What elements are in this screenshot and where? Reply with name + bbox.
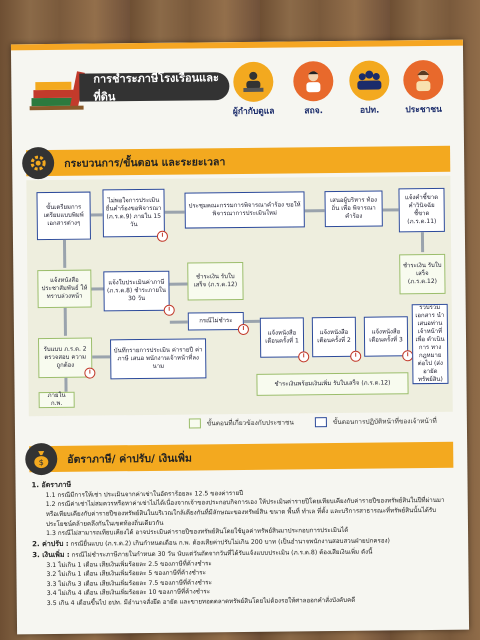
- rates-heading-3: 3. เงินเพิ่ม :: [32, 550, 70, 559]
- arrow: [63, 307, 67, 336]
- arrow: [420, 232, 425, 253]
- rates-section-header: $ อัตราภาษี/ ค่าปรับ/ เงินเพิ่ม: [25, 441, 454, 476]
- persona-local-admin: อปท.: [347, 60, 392, 116]
- supervisor-icon: [233, 61, 274, 103]
- step-reminder-2: แจ้งหนังสือ เตือนครั้งที่ 2: [311, 316, 357, 358]
- clock-icon: [163, 304, 175, 316]
- clock-icon: [156, 230, 168, 242]
- arrow: [169, 320, 188, 324]
- clock-icon: [350, 350, 362, 362]
- arrow: [92, 355, 111, 359]
- persona-citizen: ประชาชน: [401, 59, 446, 116]
- poster-header: การชำระภาษีโรงเรือนและที่ดิน ผู้กำกับดูแ…: [21, 58, 452, 142]
- citizen-icon: [403, 59, 444, 101]
- persona-supervisor: ผู้กำกับดูแล: [231, 61, 276, 118]
- step-record-assessment: บันทึกรายการประเมิน ค่ารายปี ค่าภาษี เสน…: [110, 338, 207, 380]
- arrow: [91, 287, 104, 291]
- poster-title: การชำระภาษีโรงเรือนและที่ดิน: [93, 71, 219, 104]
- step-pay-with-surcharge: ชำระเงินพร้อมเงินเพิ่ม รับใบเสร็จ (ภ.ร.ด…: [256, 372, 409, 396]
- process-flowchart: ขั้นเตรียมการ เตรียมแบบพิมพ์ เอกสารต่างๆ…: [26, 175, 453, 417]
- step-reminder-3: แจ้งหนังสือ เตือนครั้งที่ 3: [363, 316, 409, 357]
- legend-swatch-citizen: [188, 418, 201, 429]
- step-reminder-1: แจ้งหนังสือ เตือนครั้งที่ 1: [259, 317, 305, 358]
- svg-text:$: $: [39, 458, 44, 467]
- step-pay-receipt: ชำระเงิน รับใบเสร็จ (ภ.ร.ด.12): [187, 261, 244, 301]
- step-announce: แจ้งหนังสือ ประชาสัมพันธ์ ให้ทราบล่วงหน้…: [37, 269, 92, 309]
- process-section-header: กระบวนการ/ขั้นตอน และระยะเวลา: [22, 145, 451, 180]
- step-legal-action: รวบรวม เอกสาร นำเสนอท่าน เจ้าหน้าที่ เพื…: [411, 303, 449, 385]
- arrow: [304, 209, 325, 213]
- step-final-ruling: แจ้งคำชี้ขาด คำวินิจฉัยชี้ขาด (ภ.ร.ด.11): [398, 187, 445, 233]
- persona-provincial-office: สถจ.: [291, 61, 336, 117]
- poster-sheet: การชำระภาษีโรงเรือนและที่ดิน ผู้กำกับดูแ…: [10, 39, 470, 635]
- arrow: [382, 208, 399, 212]
- arrow: [64, 377, 68, 392]
- title-bar: การชำระภาษีโรงเรือนและที่ดิน: [79, 71, 230, 104]
- clock-icon: [298, 351, 310, 363]
- arrow: [90, 213, 103, 217]
- money-bag-icon: $: [25, 442, 58, 476]
- clock-icon: [84, 367, 96, 379]
- rate-item: 1.2 กรณีค่าเช่าไม่สมควรหรือหาค่าเช่าไม่ไ…: [45, 497, 445, 528]
- step-pay-receipt-2: ชำระเงิน รับใบเสร็จ (ภ.ร.ด.12): [399, 253, 446, 295]
- step-not-paid: กรณีไม่ชำระ: [187, 311, 244, 331]
- step-within-february: ภายใน ก.พ.: [38, 391, 75, 409]
- officer-icon: [293, 61, 334, 102]
- group-icon: [349, 60, 390, 101]
- rates-text: 1. อัตราภาษี 1.1 กรณีมีการให้เช่า ประเมิ…: [31, 474, 456, 609]
- legend-swatch-officer: [314, 417, 327, 428]
- step-committee: ประชุมคณะกรรมการพิจารณาคำร้อง ขอให้พิจาร…: [184, 191, 305, 229]
- gear-icon: [22, 146, 55, 180]
- arrow: [169, 282, 188, 286]
- step-propose-executive: เสนอผู้บริหาร ท้องถิ่น เพื่อ พิจารณาคำร้…: [324, 190, 383, 228]
- arrow: [164, 210, 185, 214]
- step-assessment-notice: แจ้งใบประเมินค่าภาษี (ภ.ร.ด.8) ชำระภายใน…: [103, 270, 170, 312]
- clock-icon: [237, 323, 249, 336]
- arrow: [62, 239, 67, 268]
- legend-officer: ขั้นตอนการปฏิบัติหน้าที่ของเจ้าหน้าที่: [314, 416, 437, 428]
- step-appeal: ไม่พอใจการประเมิน ยื่นคำร้องขอพิจารณา (ภ…: [102, 188, 165, 238]
- rates-heading-2: 2. ค่าปรับ :: [32, 539, 69, 549]
- step-preparation: ขั้นเตรียมการ เตรียมแบบพิมพ์ เอกสารต่างๆ: [36, 191, 91, 241]
- legend-citizen: ขั้นตอนที่เกี่ยวข้องกับประชาชน: [188, 417, 294, 429]
- books-icon: [29, 71, 85, 111]
